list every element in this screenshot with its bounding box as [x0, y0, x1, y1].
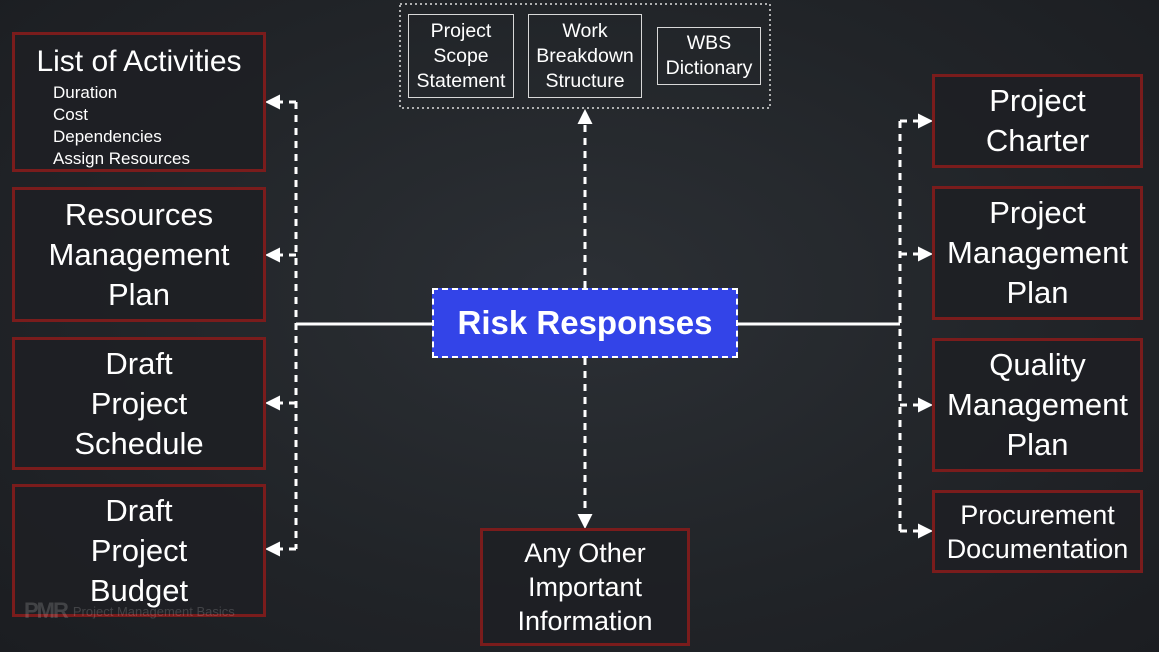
wbs-dictionary-label: WBS Dictionary [665, 32, 753, 79]
project-scope-statement-label: Project Scope Statement [416, 19, 506, 92]
procurement-documentation-box: Procurement Documentation [932, 490, 1143, 573]
watermark-logo: PMR [24, 598, 69, 623]
top-group-border [399, 3, 771, 109]
draft-project-schedule-box: Draft Project Schedule [12, 337, 266, 470]
list-of-activities-box: List of Activities Duration Cost Depende… [12, 32, 266, 172]
watermark-text: Project Management Basics [72, 603, 235, 619]
activity-items: Duration Cost Dependencies Assign Resour… [53, 82, 190, 170]
project-management-plan-label: Project Management Plan [947, 195, 1128, 310]
list-of-activities-title: List of Activities [36, 45, 242, 78]
project-management-plan-box: Project Management Plan [932, 186, 1143, 320]
project-scope-statement-box: Project Scope Statement [408, 14, 514, 98]
activity-item-duration: Duration [53, 83, 118, 102]
risk-responses-node: Risk Responses [432, 288, 738, 358]
draft-project-budget-box: Draft Project Budget [12, 484, 266, 617]
watermark: PMR Project Management Basics [24, 598, 235, 624]
work-breakdown-structure-label: Work Breakdown Structure [536, 19, 634, 92]
resources-management-plan-label: Resources Management Plan [48, 196, 230, 312]
work-breakdown-structure-box: Work Breakdown Structure [528, 14, 642, 98]
activity-item-assign-resources: Assign Resources [53, 149, 191, 168]
activity-item-dependencies: Dependencies [53, 127, 162, 146]
resources-management-plan-box: Resources Management Plan [12, 187, 266, 322]
quality-management-plan-box: Quality Management Plan [932, 338, 1143, 472]
risk-responses-label: Risk Responses [457, 304, 713, 341]
draft-project-schedule-label: Draft Project Schedule [74, 345, 204, 461]
procurement-documentation-label: Procurement Documentation [946, 499, 1129, 564]
wbs-dictionary-box: WBS Dictionary [657, 27, 761, 85]
project-charter-label: Project Charter [985, 83, 1090, 158]
any-other-important-information-label: Any Other Important Information [517, 538, 653, 636]
project-charter-box: Project Charter [932, 74, 1143, 168]
activity-item-cost: Cost [53, 105, 88, 124]
quality-management-plan-label: Quality Management Plan [947, 347, 1128, 462]
draft-project-budget-label: Draft Project Budget [89, 492, 189, 608]
any-other-important-information-box: Any Other Important Information [480, 528, 690, 646]
